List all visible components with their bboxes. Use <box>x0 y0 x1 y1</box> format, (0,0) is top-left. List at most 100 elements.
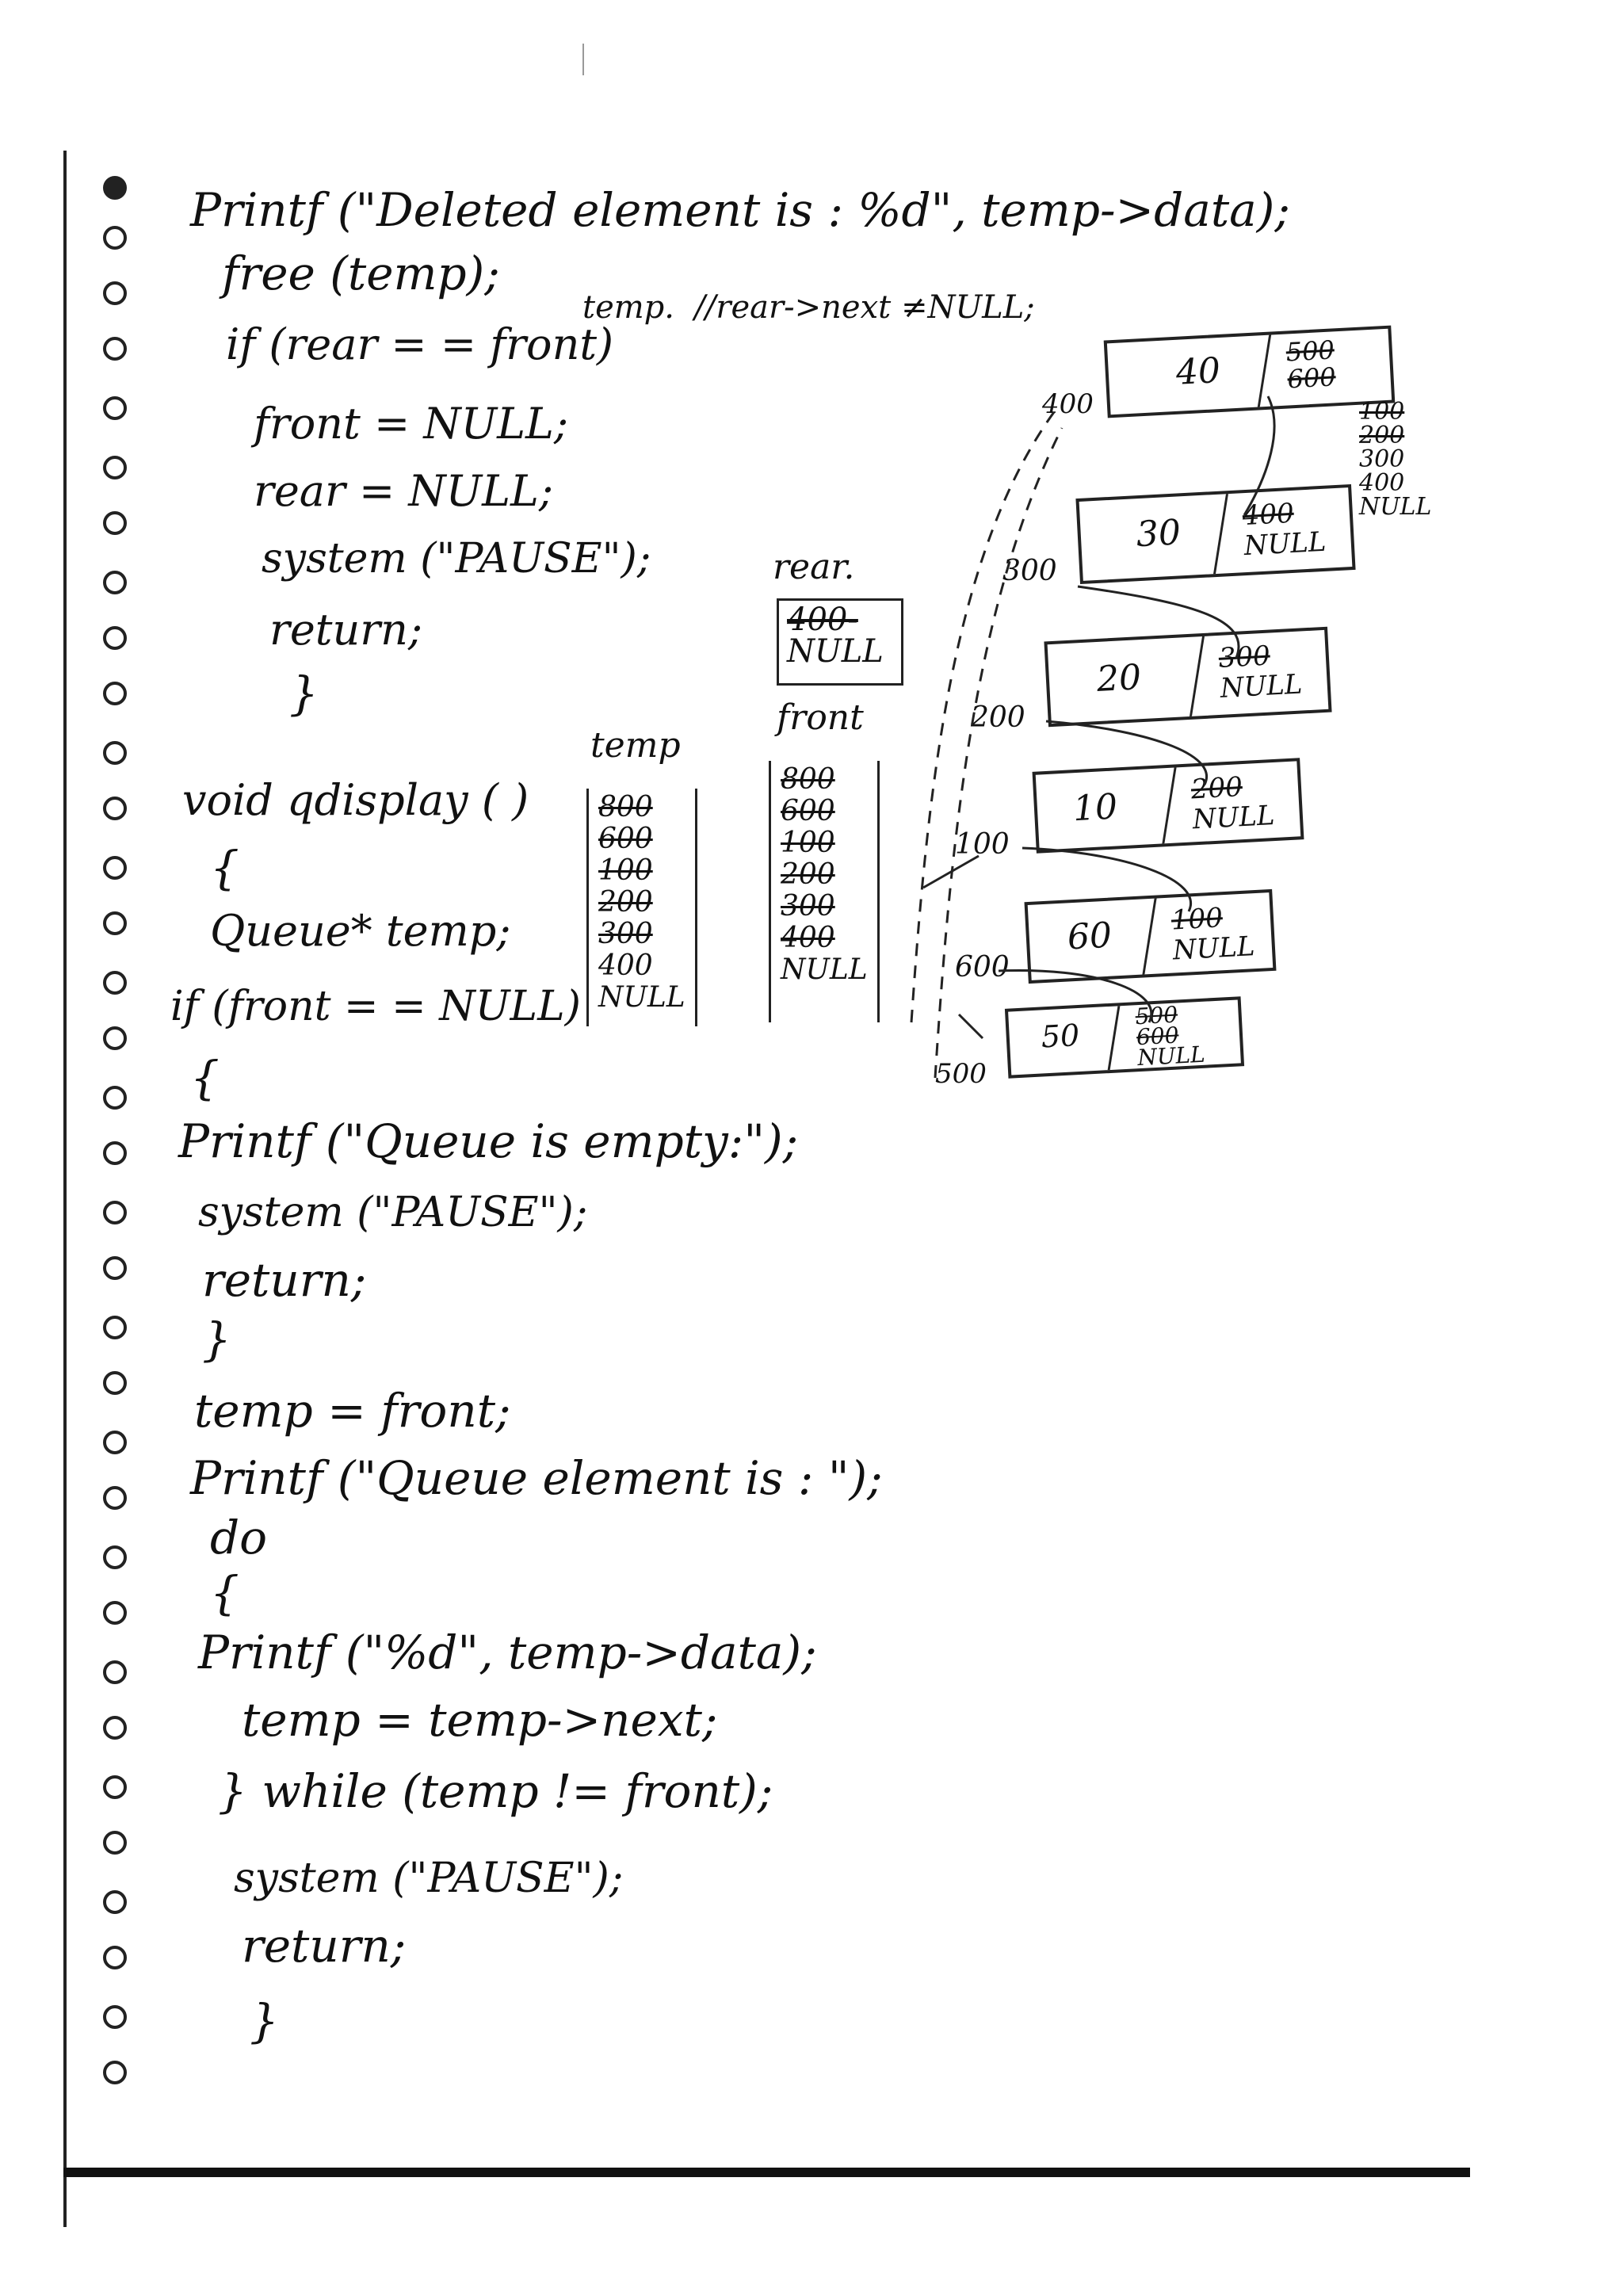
code-line-front-null: front = NULL; <box>254 399 569 449</box>
spiral-hole <box>103 626 127 650</box>
front-value: 800 <box>781 763 835 796</box>
spiral-hole <box>103 281 127 305</box>
code-line-void-qdisplay: void qdisplay ( ) <box>182 775 529 825</box>
spiral-hole <box>103 1201 127 1224</box>
temp-value: 200 <box>598 886 653 919</box>
front-value: 600 <box>781 795 835 827</box>
code-line-return-2: return; <box>202 1253 367 1307</box>
front-value: 300 <box>781 890 835 923</box>
code-line-while: } while (temp != front); <box>218 1764 773 1818</box>
top-mark <box>582 44 584 75</box>
front-value: 100 <box>781 827 835 859</box>
rear-box: 400- NULL <box>777 598 903 686</box>
code-line-close-brace: } <box>289 667 319 720</box>
spiral-hole <box>103 741 127 765</box>
code-line-open-brace: { <box>210 841 239 895</box>
code-line-free: free (temp); <box>222 246 500 300</box>
spiral-hole <box>103 911 127 935</box>
spiral-hole <box>103 1141 127 1165</box>
node-address: 100 <box>955 828 1010 861</box>
spiral-hole <box>103 1545 127 1569</box>
spiral-hole <box>103 1371 127 1395</box>
spiral-hole <box>103 1486 127 1510</box>
spiral-hole <box>103 2061 127 2084</box>
code-line-return-3: return; <box>242 1919 407 1973</box>
spiral-hole <box>103 1946 127 1969</box>
temp-value: 800 <box>598 791 653 823</box>
code-line-printf-empty: Printf ("Queue is empty:"); <box>178 1114 799 1168</box>
code-line-open-brace-2: { <box>190 1051 220 1105</box>
temp-value: NULL <box>598 981 685 1014</box>
spiral-hole <box>103 1431 127 1454</box>
bottom-rule <box>63 2168 1470 2177</box>
code-line-queue-temp: Queue* temp; <box>210 906 511 956</box>
spiral-hole <box>103 682 127 705</box>
front-value: 400 <box>781 922 835 954</box>
dashed-link-front <box>910 411 1056 1023</box>
side-value: 200 <box>1359 422 1405 449</box>
side-value: 100 <box>1359 398 1405 426</box>
arrow-30-to-40 <box>1243 395 1276 516</box>
arrow-20-to-30 <box>1077 585 1240 659</box>
temp-value: 300 <box>598 918 653 950</box>
code-line-printf-data: Printf ("%d", temp->data); <box>198 1626 817 1679</box>
spiral-hole <box>103 856 127 880</box>
spiral-hole <box>103 1890 127 1914</box>
arrow-60-to-10 <box>1022 846 1192 912</box>
code-line-printf-element: Printf ("Queue element is : "); <box>190 1451 883 1505</box>
temp-value: 600 <box>598 823 653 855</box>
front-value: 200 <box>781 858 835 891</box>
code-note-rear-next: temp. //rear->next ≠NULL; <box>582 289 1035 326</box>
temp-value: 100 <box>598 854 653 887</box>
side-value: 400 <box>1359 469 1405 497</box>
pointer-cross <box>922 854 980 889</box>
spiral-hole <box>103 511 127 535</box>
side-values: 100 200 300 400 NULL <box>1359 400 1431 519</box>
spiral-hole <box>103 797 127 820</box>
margin-line <box>63 151 67 2227</box>
code-line-system-pause-3: system ("PAUSE"); <box>234 1855 624 1902</box>
spiral-hole <box>103 176 127 200</box>
spiral-hole <box>103 226 127 250</box>
code-line-do: do <box>210 1511 268 1564</box>
spiral-hole <box>103 456 127 479</box>
spiral-hole <box>103 2005 127 2029</box>
temp-value: 400 <box>598 949 653 982</box>
node-address: 500 <box>935 1058 987 1090</box>
spiral-hole <box>103 1601 127 1625</box>
spiral-hole <box>103 396 127 420</box>
spiral-hole <box>103 1716 127 1740</box>
code-line-close-brace-3: } <box>250 1994 279 2048</box>
spiral-hole <box>103 1831 127 1855</box>
node-address: 600 <box>955 951 1010 984</box>
code-line-system-pause: system ("PAUSE"); <box>262 535 651 583</box>
rear-label: rear. <box>773 547 855 587</box>
side-value: NULL <box>1359 493 1432 521</box>
spiral-hole <box>103 1660 127 1684</box>
code-line-return: return; <box>269 605 423 655</box>
code-line-printf-deleted: Printf ("Deleted element is : %d", temp-… <box>190 183 1290 237</box>
spiral-hole <box>103 1256 127 1280</box>
spiral-hole <box>103 971 127 995</box>
spiral-hole <box>103 337 127 361</box>
front-label: front <box>777 697 864 738</box>
code-line-if-rear: if (rear = = front) <box>226 319 614 369</box>
code-line-system-pause-2: system ("PAUSE"); <box>198 1189 588 1236</box>
spiral-hole <box>103 1316 127 1339</box>
front-stack: 800 600 100 200 300 400 NULL <box>769 761 880 1022</box>
spiral-hole <box>103 571 127 594</box>
arrow-50-to-60 <box>998 968 1153 1023</box>
spiral-hole <box>103 1026 127 1050</box>
dashed-link-rear <box>934 427 1064 1079</box>
side-value: 300 <box>1359 445 1405 473</box>
code-line-close-brace-2: } <box>202 1312 231 1366</box>
front-value: NULL <box>781 953 868 986</box>
pointer-arrow <box>957 1013 984 1040</box>
code-line-if-front-null: if (front = = NULL) <box>170 983 581 1030</box>
code-line-rear-null: rear = NULL; <box>254 466 554 516</box>
node-address: 300 <box>1002 555 1057 587</box>
code-line-open-brace-3: { <box>210 1566 239 1620</box>
temp-label: temp <box>590 725 681 766</box>
